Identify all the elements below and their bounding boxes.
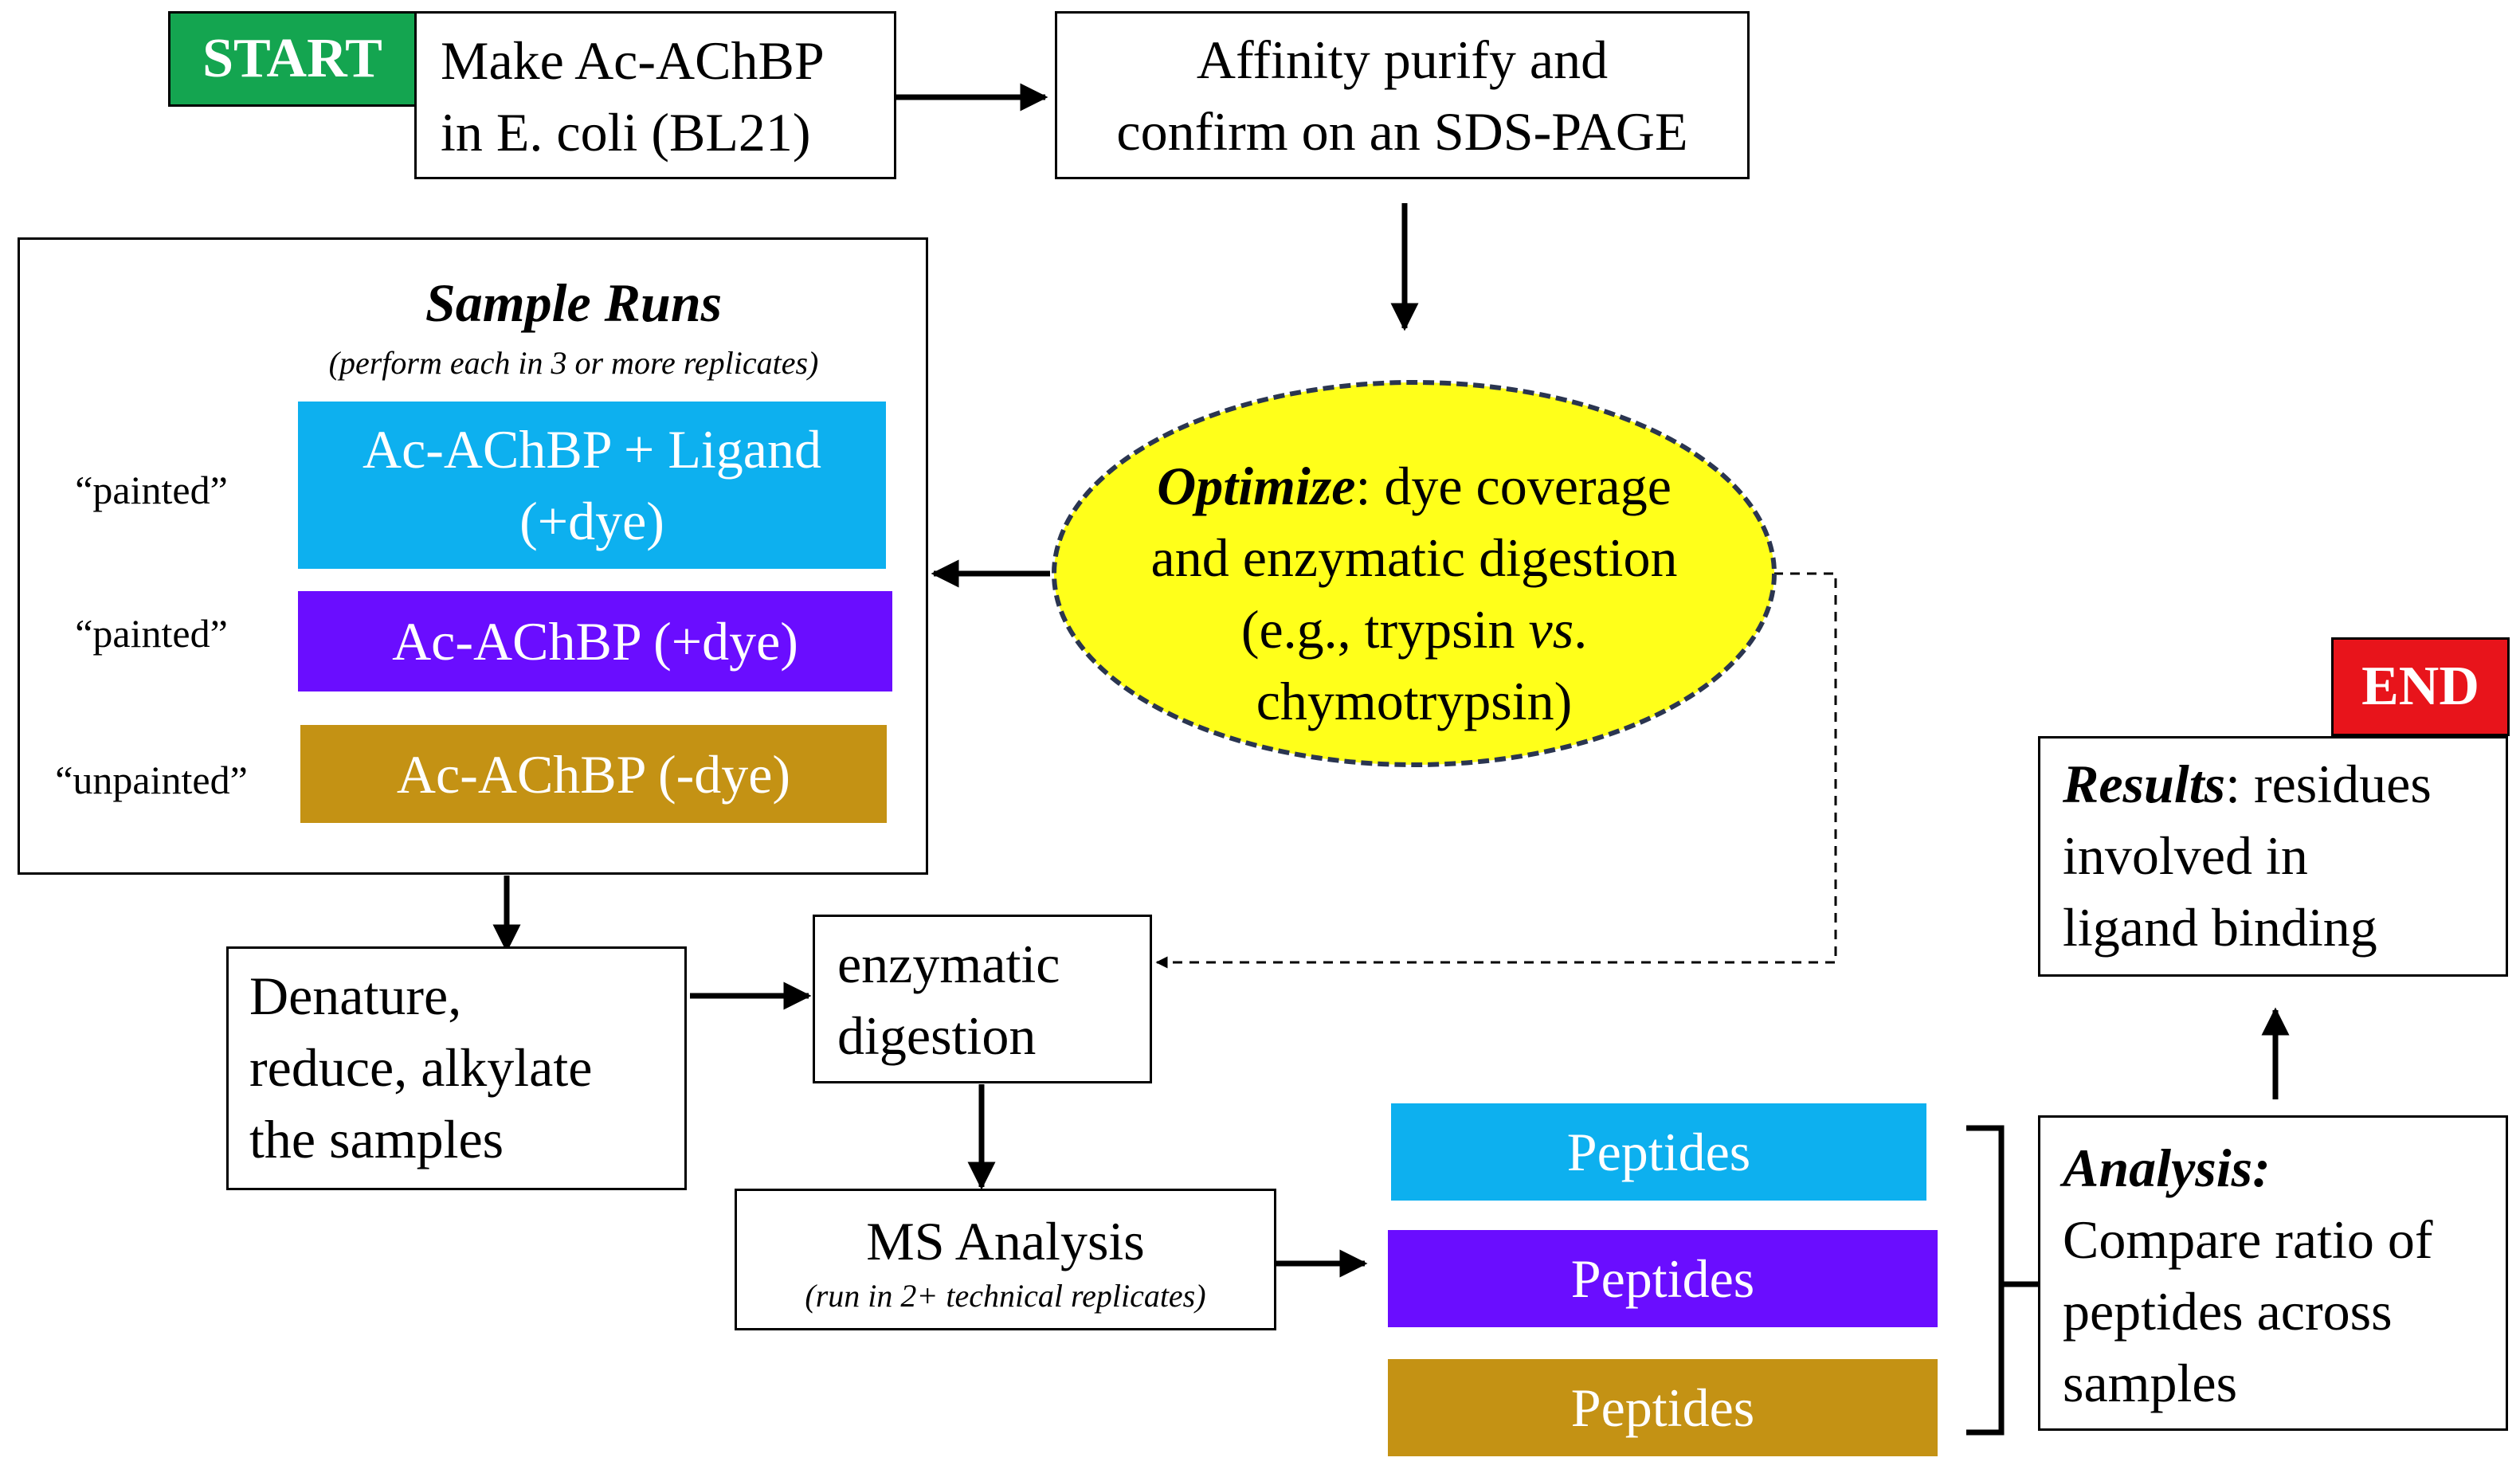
- ms-analysis-note: (run in 2+ technical replicates): [805, 1277, 1206, 1314]
- purify-line-2: confirm on an SDS-PAGE: [1116, 100, 1688, 162]
- analysis-line-3: samples: [2063, 1353, 2238, 1413]
- sample-tag-3: “unpainted”: [55, 758, 248, 802]
- sample-ligand-dye-line-1: Ac-AChBP + Ligand: [362, 419, 821, 480]
- peptides-no-dye-bar: Peptides: [1388, 1359, 1938, 1456]
- optimize-bold: Optimize: [1157, 456, 1356, 516]
- optimize-line-1: Optimize: dye coverage: [1157, 450, 1672, 522]
- analysis-box: Analysis: Compare ratio of peptides acro…: [2038, 1115, 2508, 1431]
- sample-runs-title: Sample Runs: [425, 272, 723, 333]
- sample-dye-bar: Ac-AChBP (+dye): [298, 591, 892, 691]
- make-line-1: Make Ac-AChBP: [441, 30, 825, 91]
- denature-box: Denature, reduce, alkylate the samples: [226, 946, 687, 1190]
- optimize-line-3-post: .: [1574, 599, 1588, 660]
- peptides-ligand-dye-bar: Peptides: [1391, 1103, 1926, 1201]
- sample-ligand-dye-line-2: (+dye): [519, 491, 664, 551]
- purify-box: Affinity purify and confirm on an SDS-PA…: [1055, 11, 1750, 179]
- sample-dye-line-1: Ac-AChBP (+dye): [392, 611, 798, 672]
- purify-line-1: Affinity purify and: [1196, 29, 1609, 90]
- sample-tag-2: “painted”: [75, 611, 228, 656]
- results-line-1: Results: residues: [2063, 748, 2506, 820]
- optimize-text: Optimize: dye coverage and enzymatic dig…: [1091, 446, 1737, 741]
- sample-no-dye-line-1: Ac-AChBP (-dye): [396, 743, 791, 805]
- optimize-line-3-vs: vs: [1528, 599, 1574, 660]
- sample-ligand-dye-bar: Ac-AChBP + Ligand (+dye): [298, 402, 886, 569]
- dashed-feedback-line: [1155, 572, 1837, 969]
- start-badge: START: [168, 11, 417, 107]
- end-badge: END: [2331, 637, 2510, 736]
- results-box: Results: residues involved in ligand bin…: [2038, 736, 2508, 977]
- ms-analysis-title: MS Analysis: [866, 1210, 1145, 1271]
- denature-line-2: reduce, alkylate: [249, 1037, 593, 1098]
- optimize-line-1-rest: : dye coverage: [1355, 456, 1672, 516]
- digestion-box: enzymatic digestion: [813, 915, 1152, 1083]
- sample-no-dye-bar: Ac-AChBP (-dye): [300, 725, 887, 823]
- results-line-2: involved in: [2063, 825, 2308, 886]
- ms-analysis-box: MS Analysis (run in 2+ technical replica…: [735, 1189, 1276, 1330]
- results-bold: Results: [2063, 754, 2226, 814]
- denature-line-3: the samples: [249, 1109, 504, 1169]
- make-protein-box: Make Ac-AChBP in E. coli (BL21): [414, 11, 896, 179]
- results-line-1-rest: : residues: [2225, 754, 2432, 814]
- digestion-line-1: enzymatic: [837, 934, 1060, 994]
- optimize-line-2: and enzymatic digestion: [1150, 527, 1678, 588]
- make-line-2: in E. coli (BL21): [441, 102, 811, 163]
- sample-runs-subtitle: (perform each in 3 or more replicates): [328, 344, 819, 381]
- peptides-bracket: [1966, 1125, 2005, 1436]
- results-line-3: ligand binding: [2063, 897, 2377, 958]
- optimize-ellipse: [1052, 380, 1777, 767]
- analysis-line-2: peptides across: [2063, 1281, 2393, 1342]
- optimize-line-3: (e.g., trypsin vs.: [1241, 594, 1587, 665]
- optimize-line-4: chymotrypsin): [1256, 671, 1573, 731]
- digestion-line-2: digestion: [837, 1005, 1037, 1066]
- analysis-line-1: Compare ratio of: [2063, 1209, 2433, 1270]
- analysis-title: Analysis:: [2063, 1138, 2271, 1198]
- sample-tag-1: “painted”: [75, 468, 228, 512]
- peptides-dye-bar: Peptides: [1388, 1230, 1938, 1327]
- optimize-line-3-pre: (e.g., trypsin: [1240, 599, 1529, 660]
- denature-line-1: Denature,: [249, 966, 462, 1026]
